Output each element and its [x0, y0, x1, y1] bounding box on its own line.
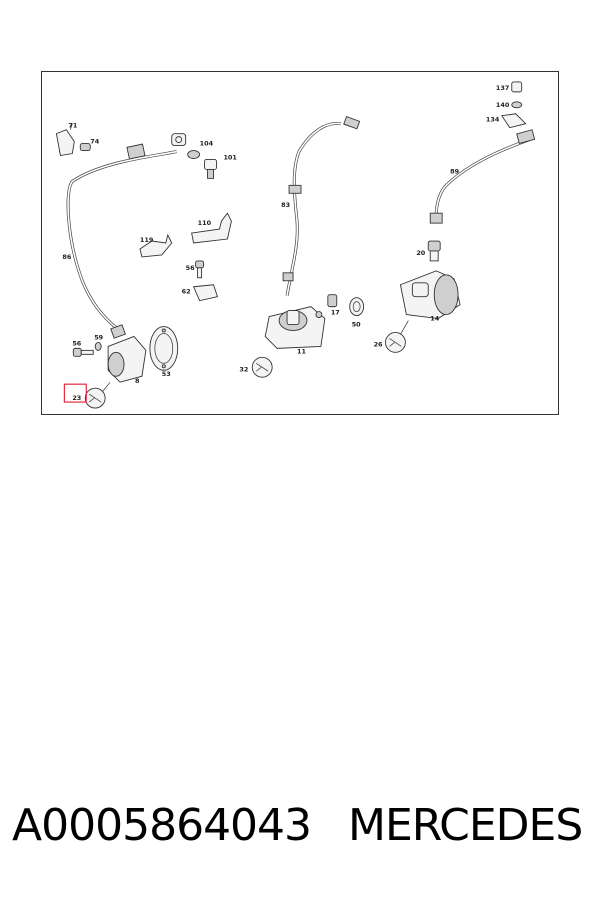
highlight-box-23 [63, 383, 87, 403]
hose-86 [66, 150, 178, 330]
callout-11: 11 [297, 347, 306, 355]
bolt-137 [511, 81, 523, 93]
callout-56-upper: 56 [186, 264, 195, 272]
bracket-71 [55, 129, 75, 157]
bolt-56-lower [72, 347, 82, 357]
hose-89 [434, 138, 531, 217]
washer-104 [187, 150, 201, 159]
bracket-134 [501, 113, 527, 129]
fitting-20 [427, 240, 441, 252]
callout-14: 14 [430, 315, 439, 323]
callout-53: 53 [162, 370, 171, 378]
callout-8: 8 [135, 377, 140, 385]
fitting-17 [327, 294, 338, 308]
bolt-101 [204, 159, 217, 170]
callout-134: 134 [486, 116, 500, 124]
washer-140 [511, 101, 523, 109]
callout-119: 119 [140, 236, 154, 244]
callout-50: 50 [352, 321, 361, 329]
exploded-view-drawing: 71 74 104 101 86 110 119 56 62 59 56 53 … [55, 81, 536, 409]
callout-32: 32 [239, 365, 248, 373]
clip-62 [192, 284, 219, 302]
callout-110: 110 [198, 219, 212, 227]
sleeve-50 [349, 297, 365, 317]
callout-56-lower: 56 [72, 339, 81, 347]
parts-diagram: 71 74 104 101 86 110 119 56 62 59 56 53 … [41, 71, 559, 415]
callout-83: 83 [281, 201, 290, 209]
part-number: A0005864043 [12, 800, 312, 851]
bracket-110 [191, 212, 232, 244]
bracket-119 [139, 233, 173, 258]
callout-86: 86 [62, 253, 71, 261]
gasket-53 [149, 326, 179, 371]
callout-59: 59 [94, 333, 103, 341]
caption: A0005864043 MERCEDES [0, 800, 600, 870]
callout-20: 20 [416, 249, 425, 257]
callout-104: 104 [200, 140, 214, 148]
bolt-56-upper [195, 260, 205, 269]
callout-101: 101 [223, 153, 237, 161]
callout-140: 140 [496, 101, 510, 109]
callout-62: 62 [182, 288, 191, 296]
callout-23: 23 [72, 394, 81, 402]
callout-71: 71 [68, 122, 77, 130]
callout-17: 17 [331, 309, 340, 317]
callout-137: 137 [496, 84, 509, 92]
callout-74: 74 [90, 138, 99, 146]
callout-89: 89 [450, 167, 459, 175]
callout-26: 26 [374, 340, 383, 348]
brand-name: MERCEDES [348, 800, 583, 851]
